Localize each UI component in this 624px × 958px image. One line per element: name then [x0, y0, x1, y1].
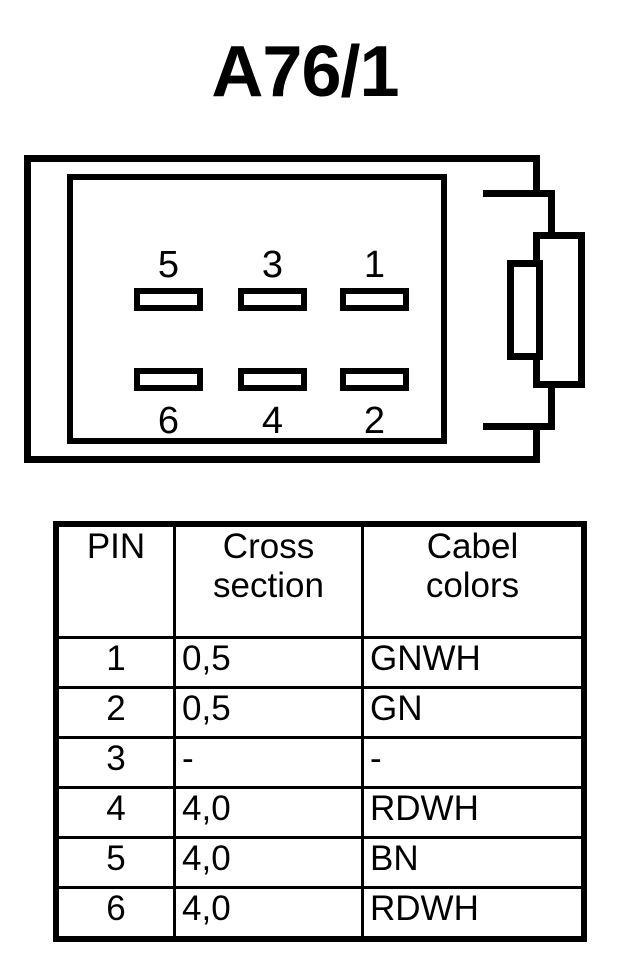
cell-cross-section: -	[173, 736, 364, 789]
pin-slot-6	[134, 368, 203, 391]
pin-label-5: 5	[157, 244, 180, 286]
table-header-row: PIN Cross section Cabel colors	[54, 522, 586, 639]
connector-inner-cavity: 5 3 1 6 4 2	[67, 174, 447, 444]
cell-cross-section: 0,5	[173, 686, 364, 739]
cell-pin: 4	[54, 786, 176, 839]
header-pin: PIN	[54, 522, 176, 639]
pin-label-1: 1	[363, 244, 386, 286]
latch-open-edge	[483, 197, 493, 423]
header-cross-section-line1: Cross	[222, 527, 315, 566]
header-cable-colors-line2: colors	[425, 566, 520, 606]
header-cable-colors: Cabel colors	[361, 522, 586, 639]
pin-label-6: 6	[157, 400, 180, 442]
connector-latch	[483, 190, 588, 430]
cell-cross-section: 4,0	[173, 786, 364, 839]
header-cross-section-line2: section	[213, 566, 324, 606]
pin-label-4: 4	[261, 400, 284, 442]
cell-cable-color: RDWH	[361, 786, 586, 839]
cell-cross-section: 4,0	[173, 886, 364, 941]
cell-pin: 5	[54, 836, 176, 889]
cell-cable-color: GNWH	[361, 636, 586, 689]
cell-cable-color: GN	[361, 686, 586, 739]
pin-slot-3	[238, 288, 307, 311]
header-cable-colors-line1: Cabel	[426, 527, 519, 566]
pin-slot-1	[340, 288, 409, 311]
page-title: A76/1	[211, 32, 399, 112]
pin-slot-2	[340, 368, 409, 391]
pin-slot-5	[134, 288, 203, 311]
cell-pin: 6	[54, 886, 176, 941]
table-row: 3--	[54, 736, 586, 789]
cell-cable-color: BN	[361, 836, 586, 889]
cell-cross-section: 0,5	[173, 636, 364, 689]
cell-cable-color: RDWH	[361, 886, 586, 941]
connector-diagram: 5 3 1 6 4 2	[0, 150, 624, 475]
latch-inner-tab	[507, 260, 543, 360]
cell-pin: 1	[54, 636, 176, 689]
pin-slot-4	[238, 368, 307, 391]
cell-pin: 3	[54, 736, 176, 789]
pin-label-3: 3	[261, 244, 284, 286]
cell-cross-section: 4,0	[173, 836, 364, 889]
header-cross-section: Cross section	[173, 522, 364, 639]
pin-label-2: 2	[363, 400, 386, 442]
cell-cable-color: -	[361, 736, 586, 789]
cell-pin: 2	[54, 686, 176, 739]
